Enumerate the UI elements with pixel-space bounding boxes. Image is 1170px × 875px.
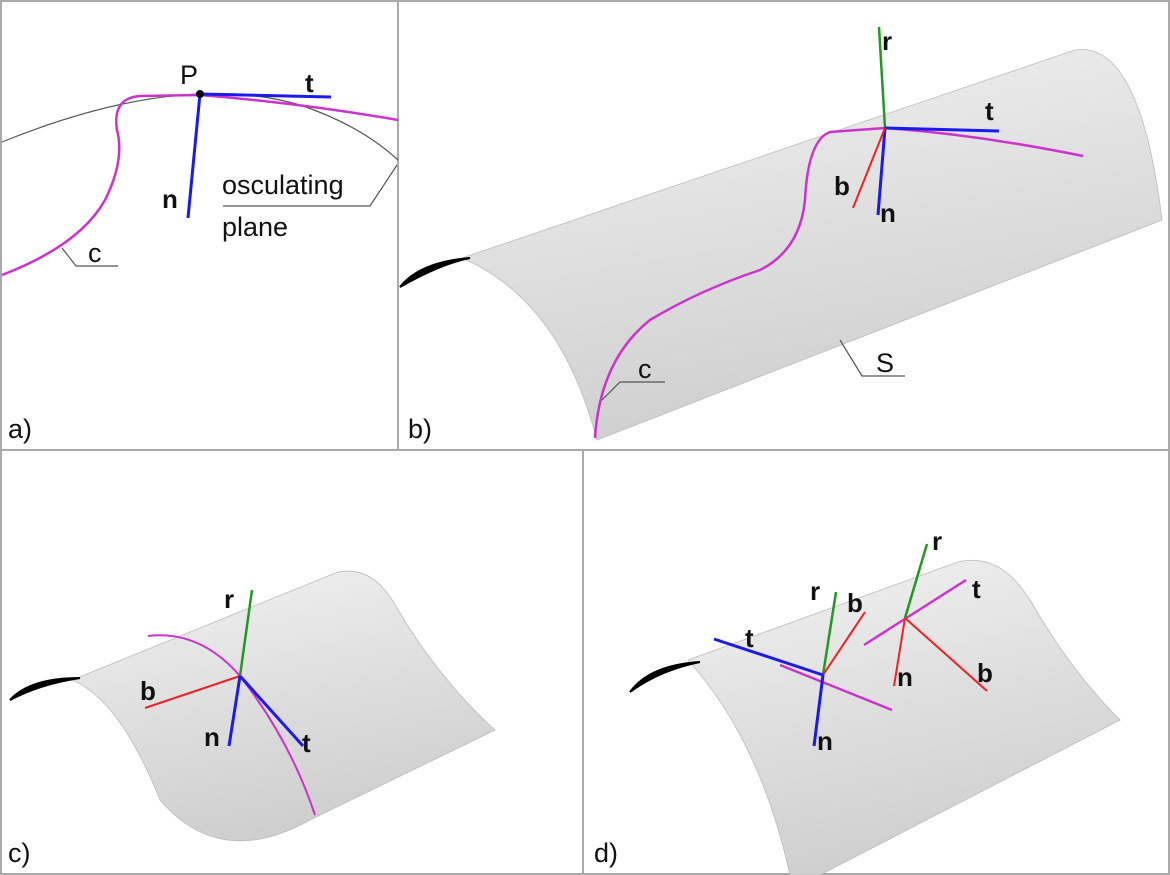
leader-c bbox=[601, 381, 665, 401]
label-b: b bbox=[834, 171, 850, 201]
label-t-1: t bbox=[745, 623, 754, 653]
label-b: b bbox=[140, 676, 156, 706]
point-p bbox=[196, 90, 204, 98]
panel-tag-b: b) bbox=[408, 414, 432, 444]
binormal-vector bbox=[822, 611, 866, 676]
panel-tag-c: c) bbox=[8, 838, 31, 868]
panel-c: r b n t c) bbox=[8, 570, 496, 868]
leader-c bbox=[61, 247, 118, 267]
surface-edge-shadow bbox=[9, 677, 81, 701]
label-n: n bbox=[204, 722, 220, 752]
binormal-vector bbox=[904, 617, 988, 692]
label-c: c bbox=[638, 354, 652, 384]
label-p: P bbox=[180, 60, 198, 90]
surface-edge-shadow bbox=[399, 257, 471, 288]
label-r: r bbox=[224, 584, 234, 614]
normal-vector bbox=[893, 617, 906, 687]
label-c: c bbox=[88, 238, 102, 268]
panel-tag-d: d) bbox=[594, 838, 618, 868]
label-b-1: b bbox=[847, 588, 863, 618]
leader-s bbox=[839, 339, 905, 377]
normal-vector bbox=[812, 674, 825, 747]
binormal-vector bbox=[144, 675, 241, 709]
label-r: r bbox=[882, 26, 892, 56]
leader-plane bbox=[223, 164, 398, 207]
label-t: t bbox=[305, 68, 314, 98]
tangent-vector bbox=[863, 578, 967, 647]
surface-edge-shadow bbox=[629, 661, 701, 693]
panel-b: r t b n c S b) bbox=[399, 26, 1163, 444]
panel-tag-a: a) bbox=[8, 414, 32, 444]
ray-vector bbox=[903, 543, 929, 619]
label-n-1: n bbox=[817, 726, 833, 756]
ray-vector bbox=[821, 591, 838, 676]
osculating-circle bbox=[1, 92, 399, 161]
ray-vector bbox=[877, 26, 887, 129]
tangent-vector bbox=[713, 637, 824, 677]
normal-vector bbox=[186, 93, 202, 219]
tangent-vector bbox=[884, 126, 1000, 133]
label-n: n bbox=[162, 184, 178, 214]
curve-c bbox=[1, 93, 399, 277]
normal-vector bbox=[227, 675, 242, 747]
curve-c bbox=[593, 126, 1084, 439]
ray-vector bbox=[238, 589, 254, 677]
label-n-2: n bbox=[897, 662, 913, 692]
normal-vector bbox=[876, 127, 887, 216]
label-s: S bbox=[876, 348, 894, 378]
panel-d: r b t n r t n b d) bbox=[594, 526, 1121, 875]
curve-segment bbox=[779, 663, 893, 712]
tangent-vector bbox=[238, 674, 305, 748]
surface bbox=[687, 559, 1121, 875]
label-plane: plane bbox=[222, 212, 288, 242]
panel-a: P t n c osculating plane a) bbox=[1, 60, 399, 444]
label-osculating: osculating bbox=[222, 170, 344, 200]
label-t-2: t bbox=[972, 574, 981, 604]
surface bbox=[70, 570, 496, 842]
surface-s bbox=[460, 49, 1163, 441]
tangent-vector bbox=[199, 92, 332, 99]
label-r-1: r bbox=[810, 576, 820, 606]
label-n: n bbox=[880, 198, 896, 228]
label-t: t bbox=[302, 728, 311, 758]
label-r-2: r bbox=[932, 526, 942, 556]
label-b-2: b bbox=[977, 658, 993, 688]
binormal-vector bbox=[852, 127, 886, 209]
label-t: t bbox=[985, 96, 994, 126]
